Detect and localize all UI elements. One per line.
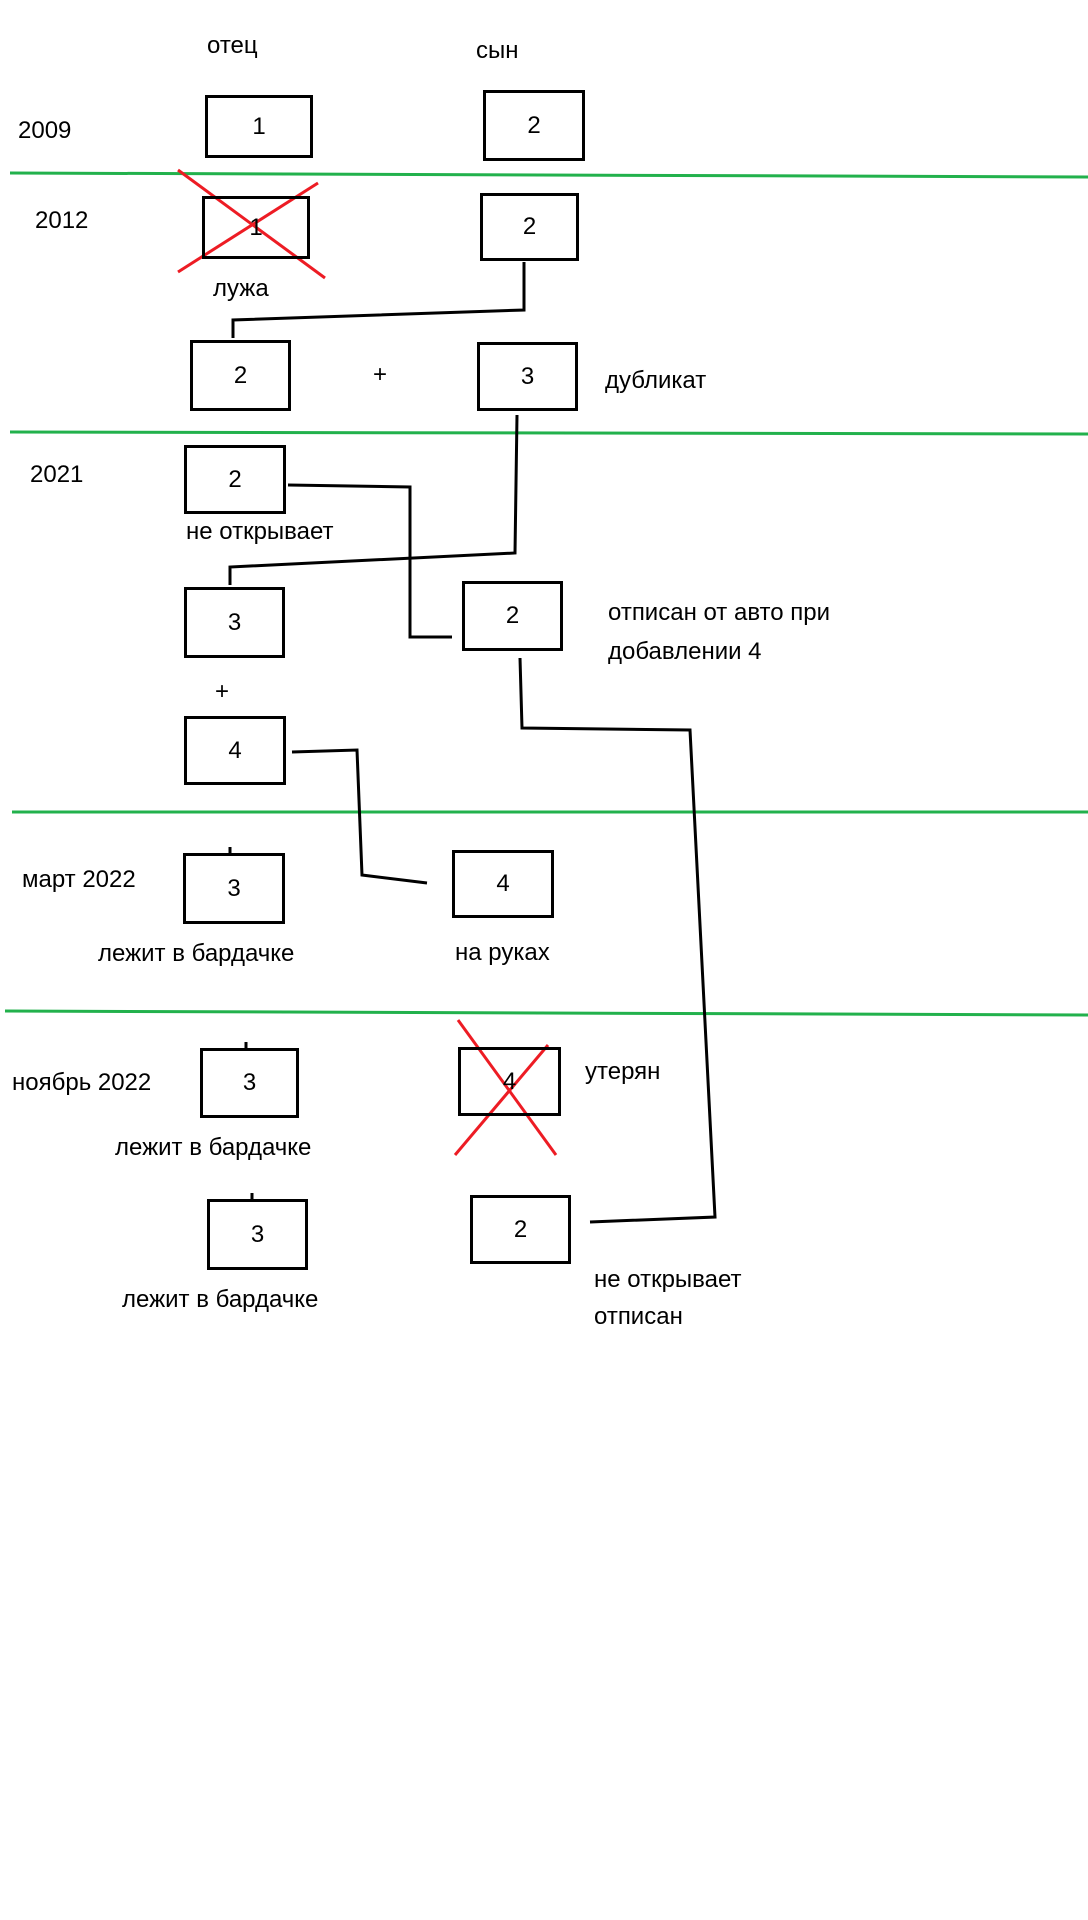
connector-son2-to-nov2 [518,657,717,1224]
note-duplicate: дубликат [605,367,707,394]
key-box: 2 [184,445,286,514]
header-father: отец [207,32,258,59]
note-in-glovebox: лежит в бардачке [98,940,295,967]
key-box-crossed: 1 [202,196,310,259]
connector-father4-to-son4 [291,748,428,885]
key-box: 2 [190,340,291,411]
note-unlinked-1: отписан от авто при [608,599,831,626]
key-box: 1 [205,95,313,158]
key-box: 2 [462,581,563,651]
key-box: 3 [207,1199,308,1270]
connector-father2-to-son2 [287,483,452,639]
key-box: 3 [183,853,285,924]
period-nov-2022: ноябрь 2022 [12,1069,152,1096]
connector-dup3-to-father3 [228,414,519,585]
note-not-opening: не открывает [594,1266,742,1293]
note-not-opening: не открывает [186,518,334,545]
note-on-hand: на руках [455,939,550,966]
key-box: 2 [483,90,585,161]
period-2012: 2012 [35,207,89,234]
note-unlinked-2: добавлении 4 [608,638,762,665]
plus-sign: + [373,361,388,388]
period-2021: 2021 [30,461,84,488]
divider-2009-2012 [9,171,1088,179]
divider-2012-2021 [9,430,1088,436]
key-box: 4 [452,850,554,918]
key-box-crossed: 4 [458,1047,561,1116]
key-box: 2 [480,193,579,261]
cross-icon [453,1044,550,1156]
key-box: 3 [477,342,578,411]
divider-mar-nov2022 [4,1009,1088,1017]
period-2009: 2009 [18,117,72,144]
note-puddle: лужа [213,275,269,302]
key-box: 3 [184,587,285,658]
plus-sign: + [215,678,230,705]
note-in-glovebox: лежит в бардачке [115,1134,312,1161]
key-box: 3 [200,1048,299,1118]
cross-icon [456,1019,558,1156]
key-box: 4 [184,716,286,785]
period-mar-2022: март 2022 [22,866,136,893]
note-in-glovebox: лежит в бардачке [122,1286,319,1313]
note-unlinked: отписан [594,1303,683,1330]
header-son: сын [476,37,519,64]
key-box: 2 [470,1195,571,1264]
note-lost: утерян [585,1058,661,1085]
connector-son2-to-father2 [231,262,526,338]
